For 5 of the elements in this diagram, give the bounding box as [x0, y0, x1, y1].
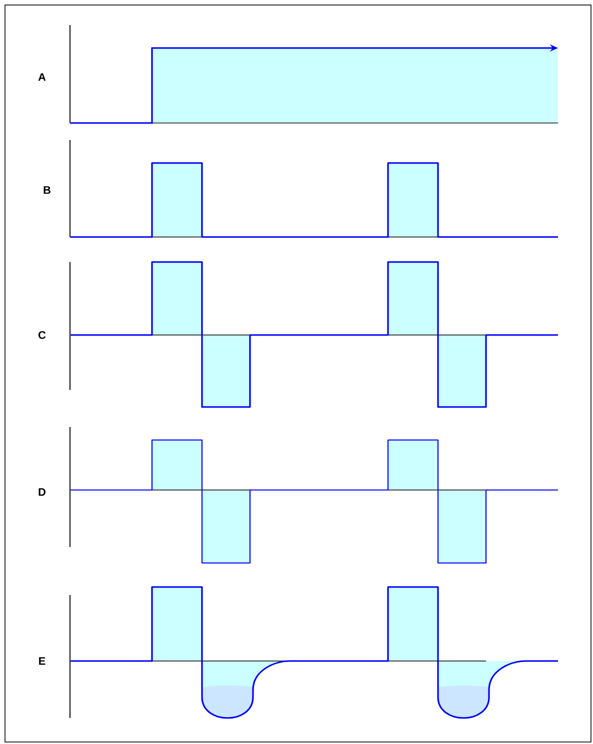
panel-label: E: [39, 657, 46, 665]
panel-label: A: [38, 73, 46, 81]
panel-label: C: [38, 331, 46, 339]
panel-label: D: [38, 488, 46, 496]
panel-label: B: [44, 186, 50, 194]
